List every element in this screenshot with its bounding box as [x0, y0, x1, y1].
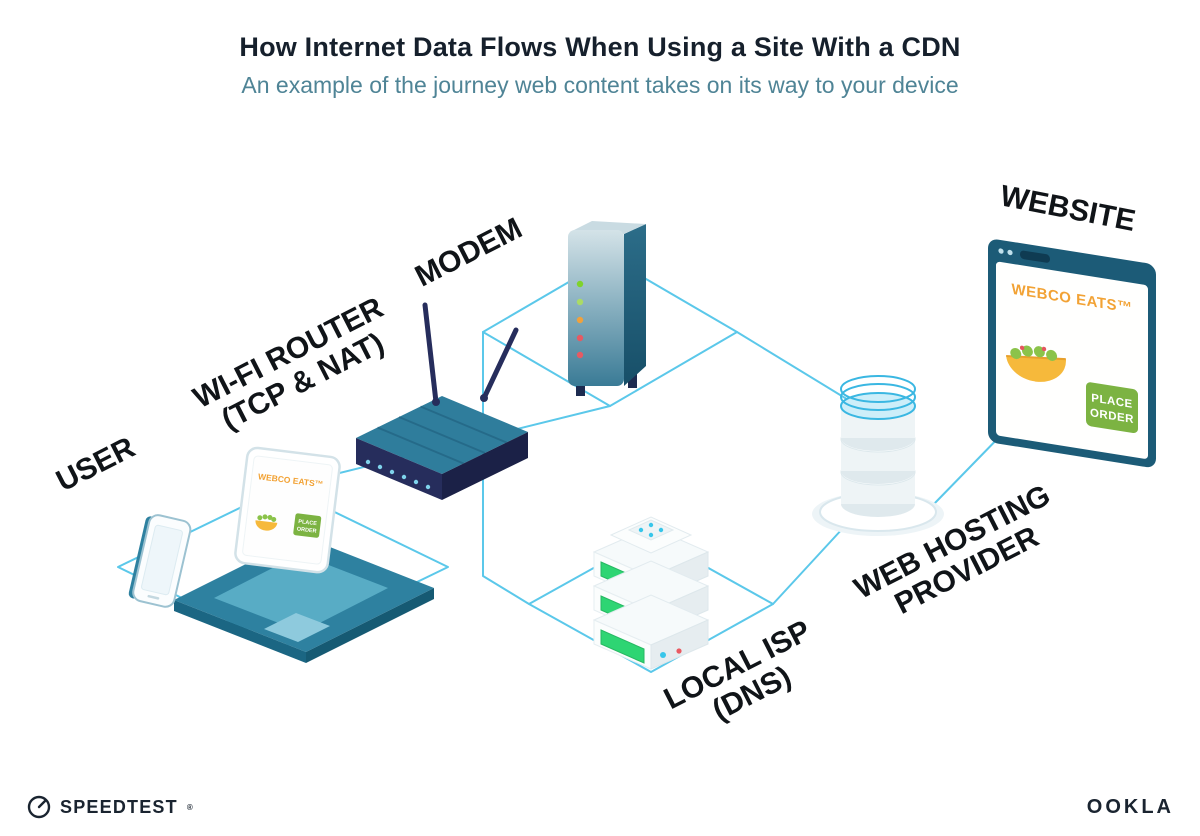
db-ring-1 [840, 383, 916, 411]
taco-icon [1006, 345, 1066, 382]
server-led-red [676, 648, 682, 654]
modem-led-3 [576, 316, 584, 324]
modem-foot-right [628, 374, 637, 388]
db-ring-2 [840, 375, 916, 403]
modem-front [568, 230, 624, 386]
server-unit-bottom [592, 594, 710, 670]
website-browser-illustration: WEBCO EATS™ PLACE ORDER [988, 239, 1156, 468]
browser-dot-2 [1007, 249, 1013, 256]
laptop-front-edge-right [306, 588, 434, 663]
page-subtitle: An example of the journey web content ta… [241, 72, 959, 98]
label-website: WEBSITE [998, 179, 1138, 237]
laptop-front-edge-left [174, 600, 306, 663]
laptop-screen-button-line1: PLACE [298, 519, 318, 527]
web-hosting-illustration [812, 375, 944, 536]
server-led-cyan [660, 652, 666, 658]
page-title: How Internet Data Flows When Using a Sit… [239, 32, 961, 62]
modem-led-5 [576, 351, 584, 359]
local-isp-server-illustration [592, 516, 710, 670]
place-order-button [1086, 382, 1138, 434]
speedtest-logo: SPEEDTEST ® [26, 794, 194, 820]
wifi-router-illustration [356, 302, 528, 500]
laptop-trackpad [264, 613, 330, 642]
db-cylinder-top [840, 375, 916, 451]
user-laptop-illustration: WEBCO EATS™ PLACE ORDER [128, 446, 434, 663]
user-phone [128, 514, 192, 608]
ookla-logo: OOKLA [1086, 795, 1174, 818]
modem-led-1 [576, 280, 584, 288]
label-modem: MODEM [410, 212, 527, 294]
laptop-screen-taco-icon [255, 520, 278, 531]
link-isp-hosting [772, 526, 845, 605]
modem-foot-left [576, 382, 585, 396]
router-antenna-right [481, 327, 519, 401]
modem-led-4 [576, 334, 584, 342]
server-green-panel [600, 629, 645, 664]
router-front-right [442, 432, 528, 500]
router-port-leds [365, 459, 431, 490]
laptop-keyboard [214, 554, 388, 632]
speedtest-gauge-icon [27, 795, 51, 819]
footer: SPEEDTEST ® OOKLA [26, 794, 1174, 820]
router-antenna-left [422, 302, 439, 405]
modem-led-2 [576, 298, 584, 306]
laptop-screen-order-button [293, 513, 322, 538]
browser-url-pill [1020, 250, 1050, 263]
modem-side [624, 224, 646, 386]
speedtest-wordmark: SPEEDTEST [60, 796, 178, 817]
router-front-left [356, 438, 442, 500]
laptop-screen-button-line2: ORDER [296, 526, 316, 534]
server-lid [609, 516, 693, 554]
modem-illustration [568, 221, 646, 396]
browser-dot-1 [998, 248, 1004, 254]
page-header: How Internet Data Flows When Using a Sit… [0, 32, 1200, 99]
label-user: USER [51, 431, 141, 498]
laptop-screen: WEBCO EATS™ PLACE ORDER [234, 446, 341, 574]
speedtest-reg-mark: ® [186, 802, 194, 812]
